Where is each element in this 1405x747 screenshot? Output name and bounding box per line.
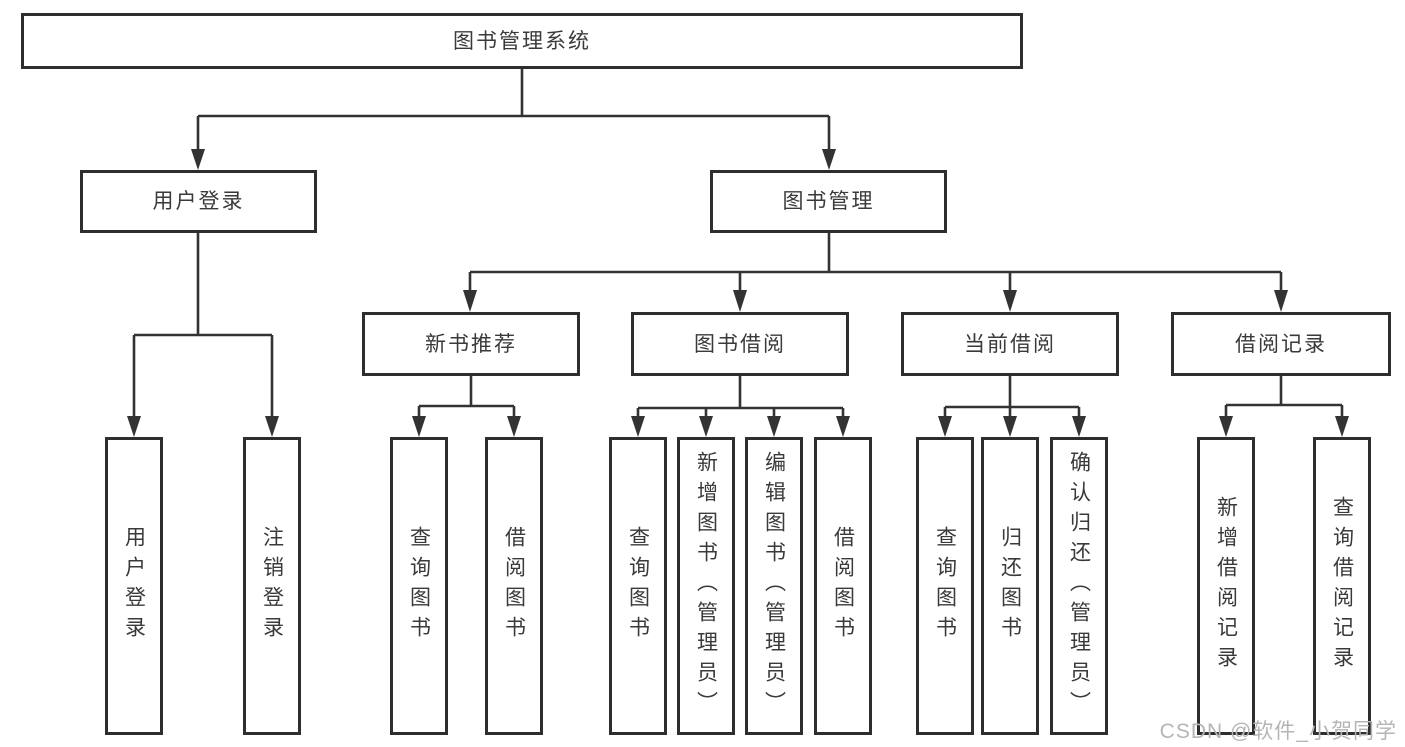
node-borrowing-borrow-books-label: 借阅图书 xyxy=(831,526,855,646)
node-current-return-books-label: 归还图书 xyxy=(998,526,1022,646)
node-newbook-borrow-books-label: 借阅图书 xyxy=(502,526,526,646)
node-user-login-action: 用户登录 xyxy=(105,437,163,735)
node-current-borrowing-label: 当前借阅 xyxy=(964,332,1056,356)
node-new-book-recommend: 新书推荐 xyxy=(362,312,580,376)
connector-records-to-children xyxy=(1224,376,1344,419)
node-borrowing-query-books: 查询图书 xyxy=(609,437,667,735)
node-book-management-module: 图书管理 xyxy=(710,170,947,233)
node-borrowing-borrow-books: 借阅图书 xyxy=(814,437,872,735)
node-book-borrowing: 图书借阅 xyxy=(631,312,849,376)
node-book-borrowing-label: 图书借阅 xyxy=(694,332,786,356)
node-logout-action-label: 注销登录 xyxy=(260,526,284,646)
node-current-return-books: 归还图书 xyxy=(981,437,1039,735)
connector-borrow-to-children xyxy=(636,376,845,419)
node-borrowing-edit-books-admin-label: 编辑图书（管理员） xyxy=(762,451,786,721)
node-borrowing-records: 借阅记录 xyxy=(1171,312,1391,376)
node-records-add-borrow-record: 新增借阅记录 xyxy=(1197,437,1255,735)
node-records-query-borrow-record: 查询借阅记录 xyxy=(1313,437,1371,735)
node-records-query-borrow-record-label: 查询借阅记录 xyxy=(1330,496,1354,676)
node-new-book-recommend-label: 新书推荐 xyxy=(425,332,517,356)
arrowheads xyxy=(127,149,1349,437)
node-user-login-action-label: 用户登录 xyxy=(122,526,146,646)
node-borrowing-records-label: 借阅记录 xyxy=(1235,332,1327,356)
node-book-management-module-label: 图书管理 xyxy=(782,190,875,213)
node-newbook-query-books: 查询图书 xyxy=(390,437,448,735)
node-current-query-books-label: 查询图书 xyxy=(933,526,957,646)
connector-login-to-children xyxy=(132,233,274,419)
node-current-confirm-return-admin: 确认归还（管理员） xyxy=(1050,437,1108,735)
connector-mgmt-to-level3 xyxy=(468,233,1283,293)
node-logout-action: 注销登录 xyxy=(243,437,301,735)
node-records-add-borrow-record-label: 新增借阅记录 xyxy=(1214,496,1238,676)
node-current-query-books: 查询图书 xyxy=(916,437,974,735)
node-borrowing-add-books-admin: 新增图书（管理员） xyxy=(677,437,735,735)
node-borrowing-add-books-admin-label: 新增图书（管理员） xyxy=(694,451,718,721)
node-current-confirm-return-admin-label: 确认归还（管理员） xyxy=(1067,451,1091,721)
node-newbook-query-books-label: 查询图书 xyxy=(407,526,431,646)
node-root-system: 图书管理系统 xyxy=(21,13,1023,69)
connector-current-to-children xyxy=(943,376,1081,419)
node-borrowing-query-books-label: 查询图书 xyxy=(626,526,650,646)
node-newbook-borrow-books: 借阅图书 xyxy=(485,437,543,735)
node-user-login-module-label: 用户登录 xyxy=(152,190,245,213)
node-borrowing-edit-books-admin: 编辑图书（管理员） xyxy=(745,437,803,735)
node-root-system-label: 图书管理系统 xyxy=(453,29,591,53)
connector-newbook-to-children xyxy=(417,376,516,419)
connector-root-to-level2 xyxy=(196,69,831,152)
node-current-borrowing: 当前借阅 xyxy=(901,312,1119,376)
node-user-login-module: 用户登录 xyxy=(80,170,317,233)
csdn-watermark: CSDN @软件_小贺同学 xyxy=(1159,720,1397,743)
